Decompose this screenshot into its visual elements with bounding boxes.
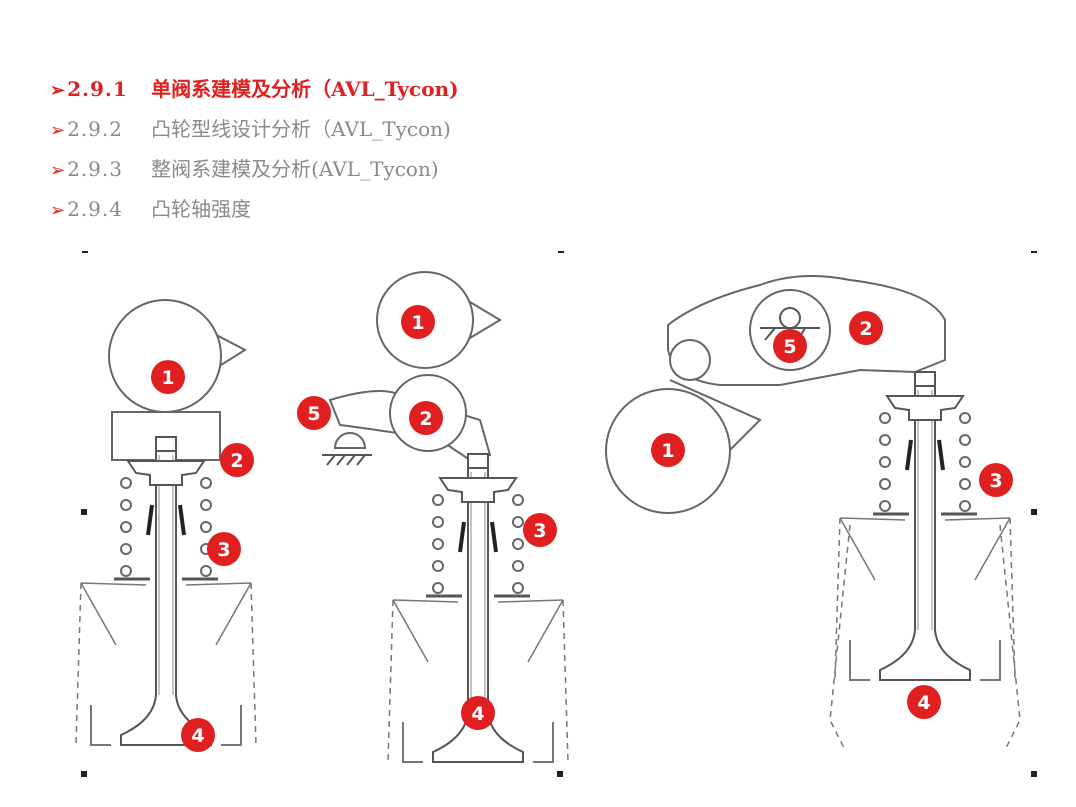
menu-item-number: 2.9.3	[67, 157, 123, 181]
svg-text:3: 3	[217, 539, 230, 561]
resize-handle-top-left[interactable]	[82, 251, 88, 253]
resize-handle-top-middle[interactable]	[558, 251, 564, 253]
badge: 5	[773, 329, 807, 363]
menu-item-2-9-2[interactable]: ➢2.9.2 凸轮型线设计分析（AVL_Tycon)	[50, 114, 459, 154]
svg-text:2: 2	[859, 318, 872, 340]
badge: 3	[523, 513, 557, 547]
svg-text:4: 4	[917, 692, 930, 714]
diagram-finger-follower	[322, 271, 570, 764]
menu-item-number: 2.9.1	[67, 77, 128, 101]
badge: 4	[461, 696, 495, 730]
badge: 5	[297, 396, 331, 430]
svg-text:1: 1	[411, 312, 424, 334]
badge: 3	[979, 463, 1013, 497]
badge: 3	[207, 532, 241, 566]
cam-icon	[108, 299, 222, 413]
badge: 2	[409, 401, 443, 435]
badge: 2	[849, 311, 883, 345]
resize-handle-bottom-left[interactable]	[81, 771, 87, 777]
resize-handle-bottom-middle[interactable]	[557, 771, 563, 777]
badge: 1	[401, 305, 435, 339]
menu-item-2-9-3[interactable]: ➢2.9.3 整阀系建模及分析(AVL_Tycon)	[50, 154, 459, 194]
arrow-bullet-icon: ➢	[50, 80, 66, 101]
menu-item-2-9-1[interactable]: ➢2.9.1 单阀系建模及分析（AVL_Tycon)	[50, 74, 459, 114]
menu-item-number: 2.9.2	[67, 117, 123, 141]
badge: 4	[181, 718, 215, 752]
svg-text:3: 3	[989, 470, 1002, 492]
svg-text:3: 3	[533, 520, 546, 542]
svg-text:5: 5	[307, 403, 320, 425]
svg-text:4: 4	[471, 703, 484, 725]
svg-text:1: 1	[661, 440, 674, 462]
badge: 4	[907, 685, 941, 719]
arrow-bullet-icon: ➢	[50, 160, 66, 181]
menu-item-title: 整阀系建模及分析(AVL_Tycon)	[151, 157, 439, 181]
badge: 2	[220, 443, 254, 477]
svg-text:4: 4	[191, 725, 204, 747]
menu-item-title: 凸轮型线设计分析（AVL_Tycon)	[151, 117, 451, 141]
arrow-bullet-icon: ➢	[50, 120, 66, 141]
svg-text:2: 2	[419, 408, 432, 430]
menu-item-title: 凸轮轴强度	[151, 197, 252, 221]
badge: 1	[151, 360, 185, 394]
roller-icon	[669, 339, 711, 381]
svg-text:1: 1	[161, 367, 174, 389]
svg-text:2: 2	[230, 450, 243, 472]
resize-handle-middle-right[interactable]	[1031, 509, 1037, 515]
resize-handle-bottom-right[interactable]	[1031, 771, 1037, 777]
ground-pivot-icon	[322, 454, 372, 466]
resize-handle-top-right[interactable]	[1031, 251, 1037, 253]
arrow-bullet-icon: ➢	[50, 200, 66, 221]
diagram-rocker-arm	[605, 275, 1021, 751]
svg-text:5: 5	[783, 336, 796, 358]
menu-item-2-9-4[interactable]: ➢2.9.4 凸轮轴强度	[50, 194, 459, 234]
menu-item-title: 单阀系建模及分析（AVL_Tycon)	[151, 77, 459, 101]
menu-item-number: 2.9.4	[67, 197, 123, 221]
badge: 1	[651, 433, 685, 467]
resize-handle-middle-left[interactable]	[81, 509, 87, 515]
